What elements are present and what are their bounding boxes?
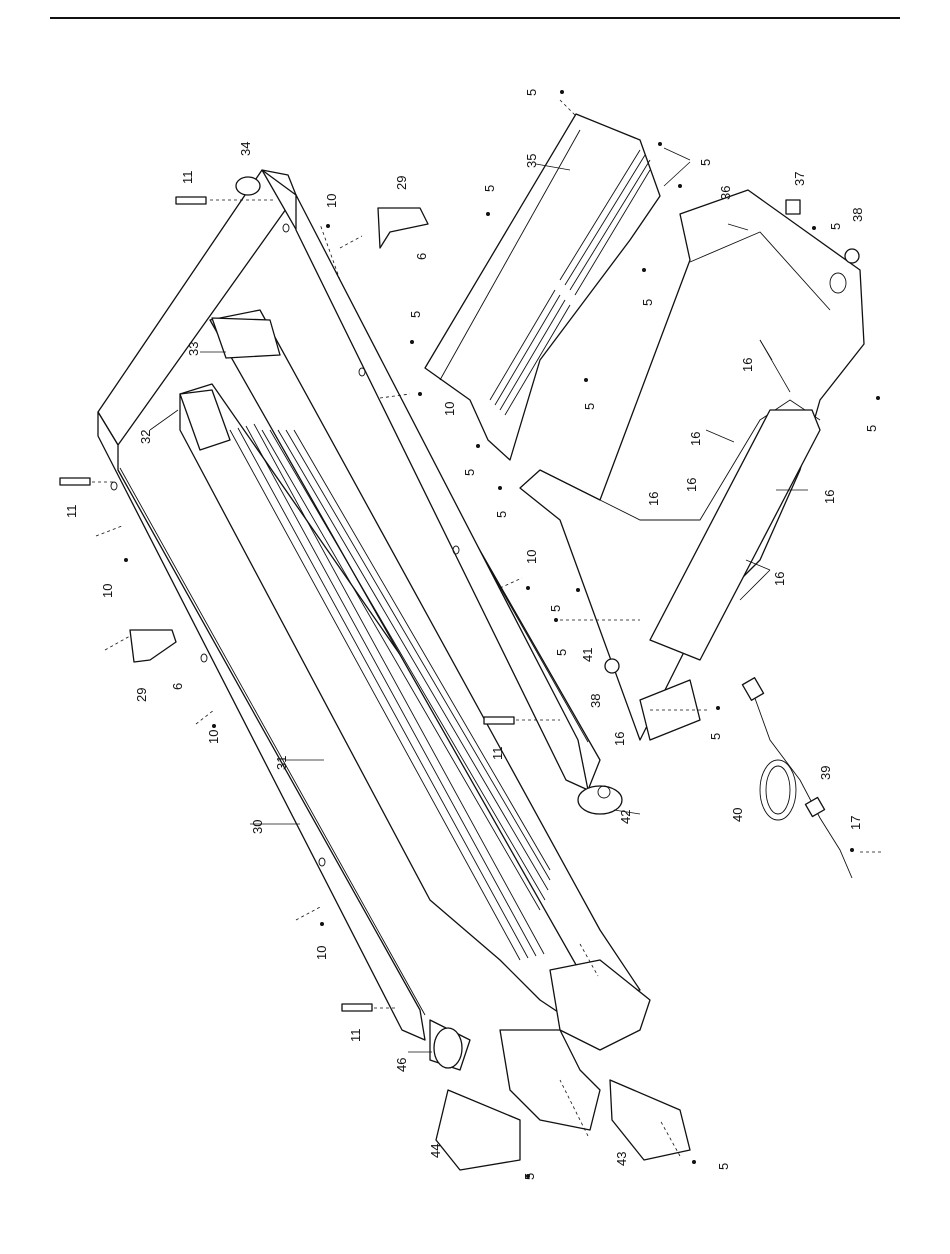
part-label: 17 [848, 816, 863, 830]
part-label: 16 [612, 732, 627, 746]
part-label: 10 [314, 946, 329, 960]
part-label: 5 [698, 159, 713, 166]
part-label: 29 [134, 688, 149, 702]
part-label: 46 [394, 1058, 409, 1072]
part-label: 30 [250, 820, 265, 834]
power-cord [742, 678, 852, 878]
part-label: 16 [684, 478, 699, 492]
part-label: 16 [822, 490, 837, 504]
part-label: 5 [524, 89, 539, 96]
part-label: 38 [588, 694, 603, 708]
part-label: 16 [646, 492, 661, 506]
part-label: 41 [580, 648, 595, 662]
part-label: 36 [718, 186, 733, 200]
part-label: 11 [180, 171, 195, 185]
part-label: 5 [554, 649, 569, 656]
part-label: 11 [64, 505, 79, 519]
part-label: 35 [524, 154, 539, 168]
part-label: 16 [772, 572, 787, 586]
part-label: 10 [206, 730, 221, 744]
motor-hood [425, 114, 660, 460]
part-label: 6 [414, 253, 429, 260]
part-label: 5 [408, 311, 423, 318]
part-label: 5 [494, 511, 509, 518]
part-label: 5 [482, 185, 497, 192]
part-label: 5 [716, 1163, 731, 1170]
part-label: 33 [186, 342, 201, 356]
part-label: 39 [818, 766, 833, 780]
part-label: 16 [688, 432, 703, 446]
part-label: 5 [864, 425, 879, 432]
part-label: 16 [740, 358, 755, 372]
part-label: 11 [490, 747, 505, 761]
part-label: 5 [640, 299, 655, 306]
part-label: 32 [138, 430, 153, 444]
part-label: 29 [394, 176, 409, 190]
part-label: 44 [428, 1144, 443, 1158]
part-label: 6 [170, 683, 185, 690]
part-label: 10 [524, 550, 539, 564]
part-label: 38 [850, 208, 865, 222]
part-label: 5 [828, 223, 843, 230]
part-label: 11 [348, 1029, 363, 1043]
part-label: 42 [618, 810, 633, 824]
part-label: 10 [324, 194, 339, 208]
part-label: 43 [614, 1152, 629, 1166]
part-label: 5 [548, 605, 563, 612]
part-label: 34 [238, 142, 253, 156]
part-label: 10 [100, 584, 115, 598]
part-label: 37 [792, 172, 807, 186]
part-label: 31 [274, 756, 289, 770]
part-label: 5 [708, 733, 723, 740]
part-label: 5 [462, 469, 477, 476]
part-label: 40 [730, 808, 745, 822]
part-label: 5 [582, 403, 597, 410]
part-label: 10 [442, 402, 457, 416]
